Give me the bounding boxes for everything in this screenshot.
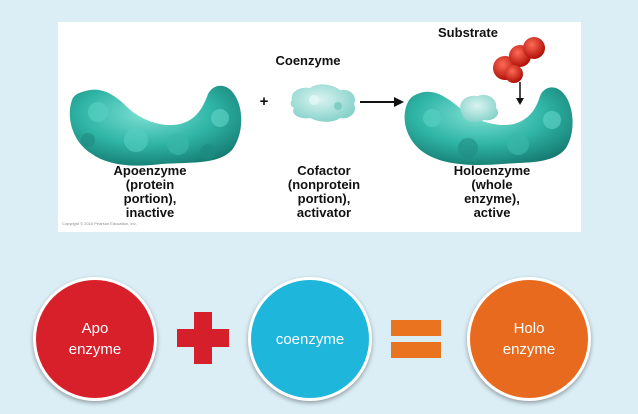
cofactor-caption: Cofactor (nonprotein portion), activator xyxy=(287,163,361,220)
holoenzyme-shape xyxy=(404,87,573,165)
equals-icon xyxy=(391,320,441,336)
equals-icon-bar xyxy=(391,342,441,358)
apoenzyme-caption: Apoenzyme (protein portion), inactive xyxy=(113,163,187,220)
substrate-shape xyxy=(493,37,545,83)
apoenzyme-circle: Apo enzyme xyxy=(33,277,157,401)
substrate-label: Substrate xyxy=(438,25,498,40)
coenzyme-label: Coenzyme xyxy=(275,53,341,68)
substrate-arrow xyxy=(516,82,524,105)
copyright-notice: Copyright © 2010 Pearson Education, Inc. xyxy=(62,221,137,226)
coenzyme-circle: coenzyme xyxy=(248,277,372,401)
holoenzyme-circle: Holo enzyme xyxy=(467,277,591,401)
reaction-arrow xyxy=(360,97,404,107)
plus-icon-bar xyxy=(177,329,229,347)
plus-sign: + xyxy=(260,93,269,110)
apoenzyme-shape xyxy=(69,85,242,166)
enzyme-diagram-panel: + xyxy=(58,22,581,232)
holoenzyme-caption: Holoenzyme (whole enzyme), active xyxy=(453,163,531,220)
enzyme-illustration: + xyxy=(69,37,573,166)
coenzyme-shape xyxy=(290,84,356,122)
